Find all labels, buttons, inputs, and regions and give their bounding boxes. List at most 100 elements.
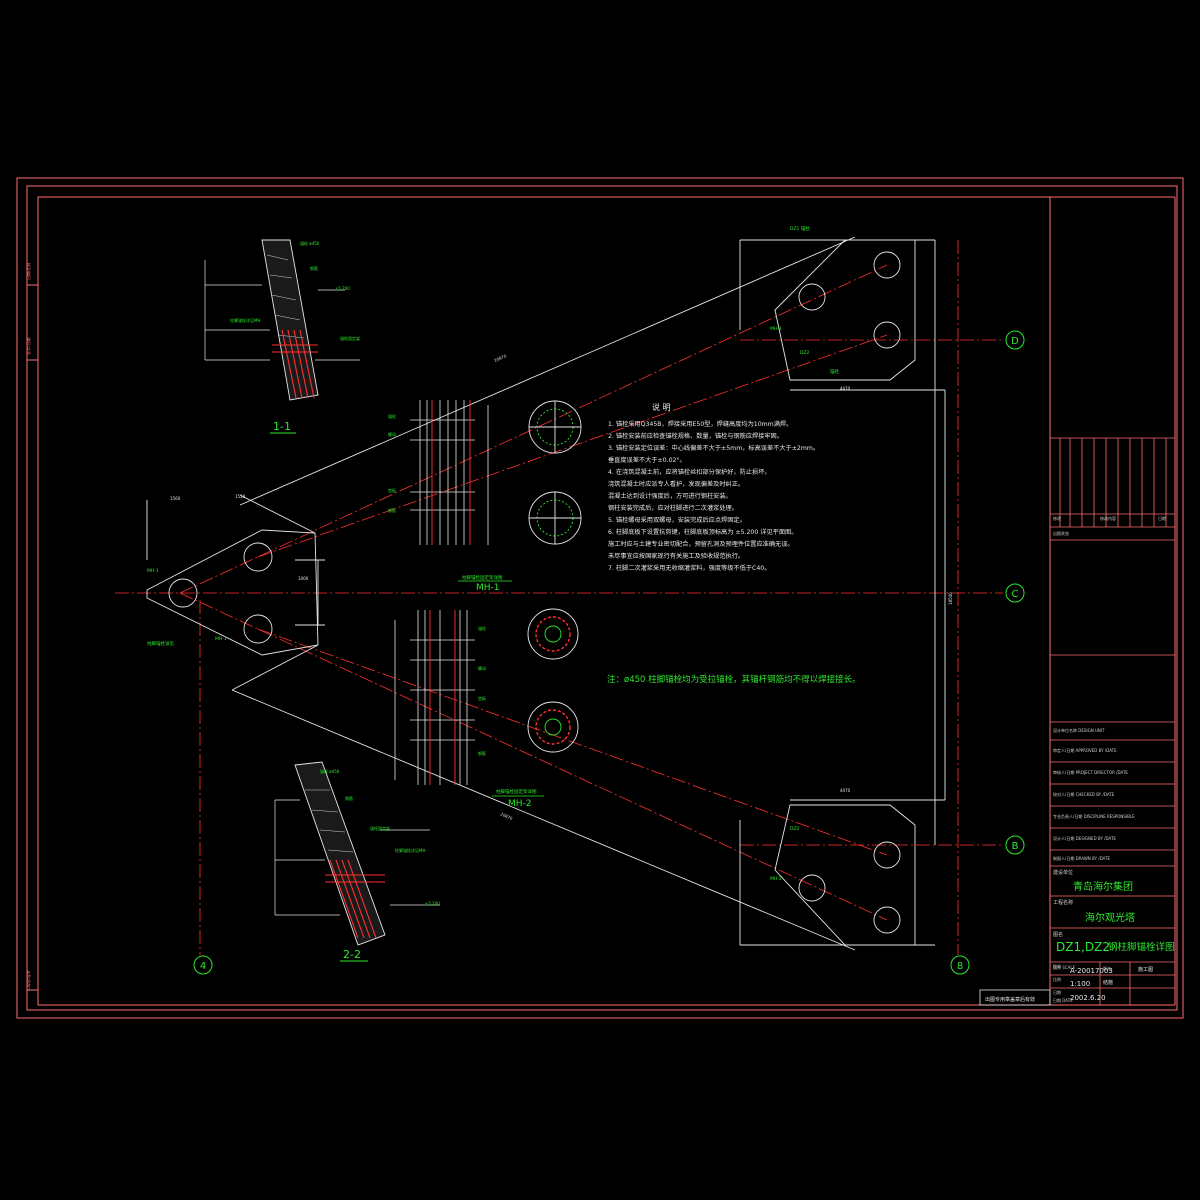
svg-text:签字/日期: 签字/日期 [25,338,31,355]
project-label: 工程名称 [1053,899,1073,906]
notes-highlight: 注：ø450 柱脚锚栓均为受拉锚栓，其锚杆钢筋均不得以焊接接长。 [607,674,861,685]
client-label: 建设单位 [1053,869,1073,876]
section-2-2: 2-2 锚栓 ø450 钢筋 锚栓固定架 柱脚锚栓详见MH ±5.200 [274,761,440,962]
svg-text:螺母: 螺母 [388,431,396,437]
svg-text:1510: 1510 [235,494,246,499]
svg-text:锚栓固定架: 锚栓固定架 [370,825,390,831]
note-line-2: 2. 锚栓安装前应检查锚栓规格、数量，锚栓与钢筋应焊接牢固。 [608,432,783,440]
svg-text:制图人/日期 DRAWN BY /DATE: 制图人/日期 DRAWN BY /DATE [1053,855,1111,861]
svg-text:审定人/日期 APPROVED BY /DATE: 审定人/日期 APPROVED BY /DATE [1053,747,1117,753]
svg-text:修改内容: 修改内容 [1100,515,1116,521]
note-line-5: 4. 在浇筑混凝土前，应将锚栓丝扣部分保护好，防止损坏。 [608,468,771,476]
svg-text:MH-1: MH-1 [770,326,782,332]
note-line-6: 浇筑混凝土时应派专人看护，发现偏差及时纠正。 [608,480,744,488]
svg-text:审核人/日期 PROJECT DIRECTOR /DATE: 审核人/日期 PROJECT DIRECTOR /DATE [1053,769,1128,775]
grid-bubble-c: C [1005,583,1025,603]
mh2-caption: 柱脚锚栓固定架详图 [496,788,537,795]
svg-text:1000: 1000 [298,576,309,581]
svg-text:MH-2: MH-2 [770,876,782,882]
date-label: 日期 [1053,989,1061,995]
svg-text:8: 8 [957,961,963,972]
project-name: 海尔观光塔 [1085,911,1135,924]
svg-text:MH-1: MH-1 [215,636,227,642]
svg-text:锚栓: 锚栓 [478,625,486,631]
note-line-1: 1. 锚栓采用Q345B，焊接采用E50型，焊缝高度均为10mm满焊。 [608,420,792,428]
svg-text:垫板: 垫板 [388,487,396,493]
svg-text:DZ2: DZ2 [790,826,800,832]
sheet-value: 结施 [1103,979,1113,986]
mh1-caption: 柱脚锚栓固定架详图 [462,574,503,581]
stamp-box [979,989,1051,1006]
section-2-2-title: 2-2 [343,948,361,961]
svg-text:DZ2: DZ2 [800,350,810,356]
note-line-4: 垂直度误差不大于±0.02°。 [608,456,686,464]
mh2-title: MH-2 [508,799,532,809]
drawing-frame [16,177,1184,1019]
grid-bubble-4: 4 [193,955,213,975]
title-block-labels: 设计单位名称 DESIGN UNIT 审定人/日期 APPROVED BY /D… [1053,515,1166,1003]
grid-bubble-b: B [1005,835,1025,855]
svg-text:日期 DATE: 日期 DATE [1053,997,1073,1003]
svg-text:柱脚锚栓详见MH: 柱脚锚栓详见MH [395,847,425,853]
footing-left-anchors [168,542,273,644]
svg-text:钢筋: 钢筋 [310,265,318,271]
sheet-label: 版本 [1103,965,1111,971]
mh1-title: MH-1 [476,583,500,593]
svg-text:锚栓 ø450: 锚栓 ø450 [300,240,320,246]
svg-text:锚栓固定架: 锚栓固定架 [340,335,360,341]
section-1-1: 1-1 锚栓 ø450 钢筋 柱脚锚栓详见MH 锚栓固定架 ±5.200 [204,239,360,434]
drawing-title: 钢柱脚锚栓详图 [1108,941,1175,953]
scale-value: 1:100 [1070,980,1090,988]
svg-text:DZ1 锚栓: DZ1 锚栓 [790,225,810,232]
svg-text:专业负责人/日期 DISCIPLINE RESPONSIBL: 专业负责人/日期 DISCIPLINE RESPONSIBLE [1053,813,1135,819]
note-line-7: 混凝土达到设计强度后，方可进行钢柱安装。 [608,492,732,500]
svg-text:钢筋: 钢筋 [345,795,353,801]
grid-bubble-d: D [1005,330,1025,350]
drawing-title-label: 图名 [1053,931,1063,938]
general-notes: 说 明 1. 锚栓采用Q345B，焊接采用E50型，焊缝高度均为10mm满焊。 … [607,402,861,685]
svg-text:18540: 18540 [948,592,953,605]
title-block [1050,437,1175,1005]
svg-text:柱脚锚栓详见: 柱脚锚栓详见 [147,640,174,647]
svg-text:设计单位名称 DESIGN UNIT: 设计单位名称 DESIGN UNIT [1053,727,1105,733]
footing-top-right [739,239,936,381]
svg-text:螺母: 螺母 [478,665,486,671]
svg-text:20870: 20870 [493,353,507,363]
note-line-9: 5. 锚栓螺母采用双螺母，安装完成后应点焊固定。 [608,516,746,524]
svg-text:4470: 4470 [840,386,851,391]
note-line-10: 6. 柱脚底板下设置抗剪键，柱脚底板顶标高为 ±5.200 详见平面图。 [608,528,797,536]
plan-dimensions: 20870 20870 18540 1560 1510 1000 4470 44… [170,353,953,821]
svg-text:±5.200: ±5.200 [425,901,440,906]
scale-label: 比例 [1053,976,1061,982]
grid-bubble-8: 8 [950,955,970,975]
svg-text:校对人/日期 CHECKED BY /DATE: 校对人/日期 CHECKED BY /DATE [1053,791,1115,797]
svg-text:C: C [1012,589,1019,600]
svg-text:B: B [1012,841,1019,852]
footing-tags: DZ1 锚栓 MH-1 DZ2 锚栓 MH-1 柱脚锚栓详见 MH-1 DZ2 … [147,225,839,882]
stamp-text: 出图专用章盖章后有效 [985,996,1035,1003]
note-line-11: 施工时应与土建专业密切配合，预留孔洞及预埋件位置应准确无误。 [608,540,794,548]
svg-text:锚栓 ø450: 锚栓 ø450 [320,768,340,774]
drawing-code: DZ1,DZ2 [1056,940,1110,954]
svg-text:垫板: 垫板 [478,695,486,701]
date-value: 2002.6.20 [1070,994,1106,1002]
svg-text:日期: 日期 [1158,515,1166,521]
stage-value: 施工图 [1138,966,1153,973]
svg-text:±5.200: ±5.200 [335,286,350,291]
note-line-12: 未尽事宜应按国家现行有关施工及验收规范执行。 [608,552,744,560]
note-line-8: 钢柱安装完成后，应对柱脚进行二次灌浆处理。 [608,504,738,512]
footing-bottom-right [739,804,935,946]
svg-text:日期/比例: 日期/比例 [25,263,31,280]
grid-bubbles: D C B 4 8 [193,330,1025,975]
svg-text:柱脚锚栓详见MH: 柱脚锚栓详见MH [230,317,260,323]
footing-left [146,494,325,691]
mh2-plan-circles [527,608,579,753]
svg-text:Copyright: Copyright [26,970,31,990]
svg-text:修改: 修改 [1053,515,1061,521]
svg-text:4: 4 [200,961,206,972]
svg-text:设计人/日期 DESIGNED BY /DATE: 设计人/日期 DESIGNED BY /DATE [1053,835,1116,841]
mh1-elevation: 锚栓 螺母 垫板 钢筋 柱脚锚栓固定架详图 MH-1 [388,400,512,593]
section-1-1-title: 1-1 [273,420,291,433]
title-block-values: 建设单位 青岛海尔集团 工程名称 海尔观光塔 图名 DZ1,DZ2 钢柱脚锚栓详… [1053,869,1175,1002]
svg-text:钢筋: 钢筋 [478,750,486,756]
